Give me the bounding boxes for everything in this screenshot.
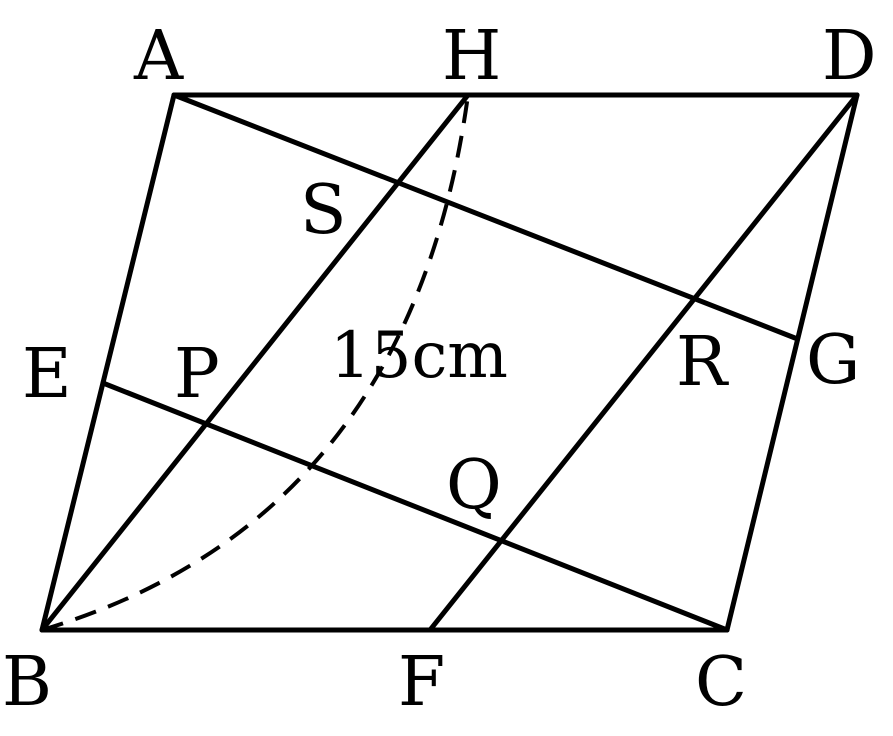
label-q: Q <box>446 446 502 525</box>
label-c: C <box>695 643 747 722</box>
label-h: H <box>442 17 501 96</box>
measurement-label: 15cm <box>330 319 508 393</box>
side-dc <box>724 92 860 633</box>
label-r: R <box>676 323 729 402</box>
label-a: A <box>133 17 184 96</box>
label-g: G <box>806 321 860 400</box>
label-d: D <box>822 17 877 96</box>
side-ab <box>39 92 177 633</box>
label-b: B <box>2 643 52 722</box>
arc-bh-dashed <box>41 94 470 632</box>
label-f: F <box>398 643 445 722</box>
segment-ec <box>100 380 730 633</box>
label-p: P <box>174 335 220 414</box>
label-s: S <box>300 171 347 250</box>
label-e: E <box>22 335 72 414</box>
segment-ag <box>171 92 798 341</box>
